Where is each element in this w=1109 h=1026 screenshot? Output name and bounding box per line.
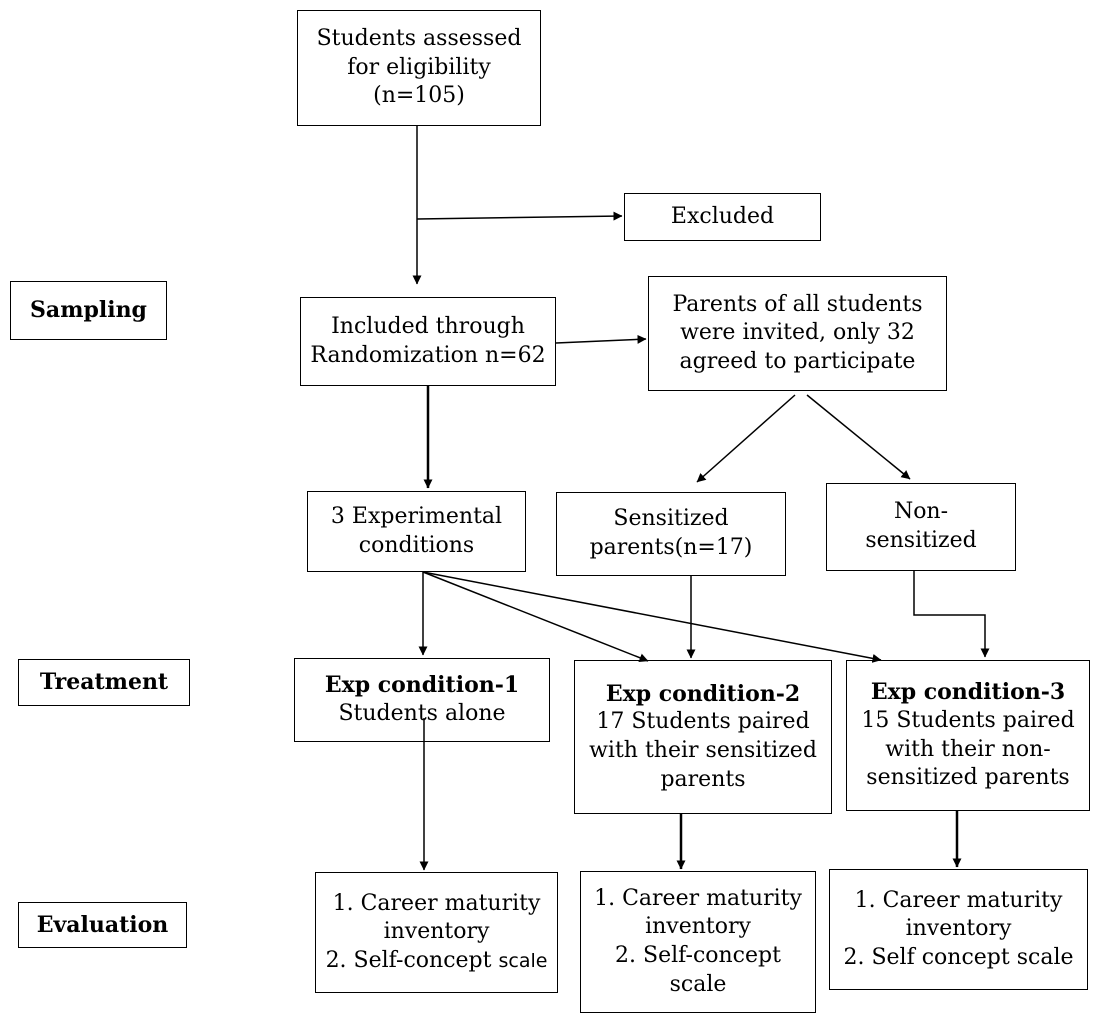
non-sensitized-box: Non- sensitized: [826, 483, 1016, 571]
exp2-title: Exp condition-2: [605, 680, 801, 707]
eval1-line1: 1. Career maturity: [332, 890, 541, 916]
sensitized-parents-box: Sensitized parents(n=17): [556, 492, 786, 576]
experimental-line2: conditions: [358, 532, 475, 558]
non-sensitized-line1: Non-: [893, 499, 949, 525]
evaluation-1-box: 1. Career maturity inventory 2. Self-con…: [315, 872, 558, 993]
evaluation-2-box: 1. Career maturity inventory 2. Self-con…: [580, 871, 816, 1013]
parents-invited-line2: were invited, only 32: [680, 320, 915, 346]
exp-condition-2-box: Exp condition-2 17 Students paired with …: [574, 660, 832, 814]
parents-invited-line3: agreed to participate: [679, 348, 916, 374]
arrow-non-sensitized-to-exp3: [913, 571, 990, 658]
eval3-line2: inventory: [905, 916, 1012, 942]
eval1-line3b: scale: [498, 949, 548, 972]
arrow-parents-to-non-sensitized: [806, 394, 911, 480]
eval1-line3: 2. Self-concept scale: [326, 947, 548, 976]
sensitized-line2: parents(n=17): [589, 535, 753, 560]
exp2-line2: with their sensitized: [589, 738, 817, 763]
eval1-line3a: 2. Self-concept: [325, 947, 499, 973]
stage-label-treatment-text: Treatment: [39, 669, 169, 696]
exp1-line1: Students alone: [338, 701, 506, 726]
excluded-box: Excluded: [624, 193, 821, 241]
exp3-title: Exp condition-3: [870, 679, 1066, 706]
experimental-conditions-box: 3 Experimental conditions: [307, 491, 526, 572]
eval2-line3: 2. Self-concept: [615, 943, 781, 968]
assessed-line1: Students assessed: [316, 26, 522, 52]
exp1-title: Exp condition-1: [324, 672, 520, 699]
assessed-line2: for eligibility: [347, 54, 491, 80]
arrow-included-to-parents: [555, 334, 647, 344]
assessed-line3: (n=105): [373, 83, 465, 109]
evaluation-3-box: 1. Career maturity inventory 2. Self con…: [829, 869, 1088, 990]
stage-label-evaluation: Evaluation: [18, 902, 187, 948]
exp3-line2: with their non-: [885, 736, 1051, 762]
exp-condition-3-box: Exp condition-3 15 Students paired with …: [846, 660, 1090, 811]
exp3-line1: 15 Students paired: [861, 707, 1075, 733]
included-line2: Randomization n=62: [310, 342, 546, 368]
exp3-line3: sensitized parents: [866, 765, 1070, 791]
eval3-line3: 2. Self concept scale: [843, 944, 1074, 970]
included-line1: Included through: [331, 313, 525, 339]
non-sensitized-line2: sensitized: [865, 528, 977, 553]
eval3-line1: 1. Career maturity: [854, 887, 1063, 913]
assessed-box: Students assessed for eligibility (n=105…: [297, 10, 541, 126]
sensitized-line1: Sensitized: [613, 506, 729, 532]
experimental-line1: 3 Experimental: [330, 503, 503, 529]
eval2-line1: 1. Career maturity: [594, 885, 802, 911]
included-box: Included through Randomization n=62: [300, 297, 556, 386]
parents-invited-box: Parents of all students were invited, on…: [648, 276, 947, 391]
exp-condition-1-box: Exp condition-1 Students alone: [294, 658, 550, 742]
stage-label-evaluation-text: Evaluation: [36, 911, 169, 938]
eval2-line4: scale: [669, 971, 727, 997]
arrow-experimental-to-exp2: [422, 571, 649, 663]
exp2-line1: 17 Students paired: [596, 709, 810, 735]
parents-invited-line1: Parents of all students: [672, 291, 923, 317]
stage-label-sampling-text: Sampling: [30, 297, 147, 324]
excluded-label: Excluded: [670, 203, 775, 229]
stage-label-treatment: Treatment: [18, 659, 190, 706]
eval2-line2: inventory: [645, 914, 751, 940]
arrow-to-excluded: [416, 211, 623, 221]
eval1-line2: inventory: [383, 919, 490, 945]
arrow-experimental-to-exp3: [422, 571, 882, 663]
exp2-line3: parents: [660, 766, 746, 792]
arrow-parents-to-sensitized: [696, 394, 796, 483]
stage-label-sampling: Sampling: [10, 281, 167, 340]
